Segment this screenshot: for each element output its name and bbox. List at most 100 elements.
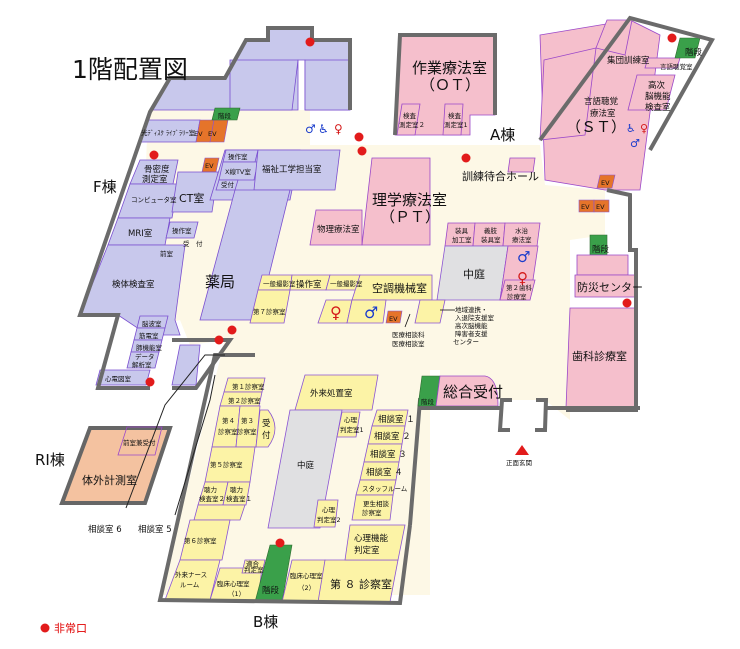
consult6-label: 相談室 6 (88, 524, 122, 535)
room-st (539, 47, 597, 141)
room-adapt-judge-l1: 適合 (246, 559, 260, 568)
general-reception-label: 総合受付 (443, 383, 503, 401)
room-exam5-label: 第５診察室 (210, 460, 243, 469)
room-hydro-l1: 水治 (515, 226, 529, 235)
room-adapt-judge (241, 559, 266, 574)
room-exam7 (249, 289, 291, 324)
room-clinical-psych1-l1: 臨床心理室 (217, 579, 250, 588)
emergency-exits (145, 33, 677, 548)
ev-label: EV (581, 203, 590, 211)
room-clinical-psych2-l1: 臨床心理室 (290, 571, 323, 580)
accessible-restroom-icon: ♿ (626, 122, 636, 135)
room-outpatient-treat (294, 374, 379, 411)
ev-label: EV (208, 130, 217, 138)
room-general-reception (435, 375, 499, 407)
ev-label: EV (194, 130, 203, 138)
restroom-icons: ♂ ♿ ♀ ♿ ♀ ♂ ♂ ♀ ♀ ♂ (305, 122, 648, 322)
room-pt-abbr: （ＰＴ） (380, 208, 440, 226)
room-hearing1 (222, 481, 251, 506)
room-specimen (79, 244, 186, 336)
room-extracorporeal (59, 426, 173, 505)
room-ct (171, 171, 219, 213)
f-wing-upper-room (229, 59, 299, 111)
room-pt (361, 157, 431, 246)
room-psych-judge1-l1: 心理 (344, 416, 358, 424)
room-prosthetic-l1: 義肢 (484, 226, 498, 235)
room-clinical-psych1-l2: （1） (228, 590, 245, 598)
room-group-training-label: 集団訓練室 (607, 55, 650, 66)
room-xtv (218, 161, 259, 181)
room-control-label: 操作室 (296, 279, 322, 290)
legend-emergency-exit-label: 非常口 (54, 622, 87, 635)
room-welfare-eng-label: 福祉工学担当室 (262, 164, 322, 175)
entrance-right (535, 398, 549, 432)
central-block (249, 274, 446, 324)
room-rehab-consult (351, 494, 394, 521)
stairs-disaster-label: 階段 (592, 244, 610, 255)
room-ot-test1 (442, 103, 464, 136)
male-restroom-icon: ♂ (305, 122, 316, 136)
room-higher-brain (627, 74, 676, 111)
ri-wing (59, 354, 225, 516)
room-computer-label: コンピュータ室 (131, 195, 177, 204)
entrance-arrow-icon (515, 445, 529, 455)
emergency-exit-icon (275, 538, 285, 548)
emergency-exit-icon (622, 298, 632, 308)
room-pt-name: 理学療法室 (372, 191, 447, 209)
room-psych-judge2-l1: 心理 (322, 506, 336, 514)
training-hall-label: 訓練待合ホール (462, 169, 539, 183)
room-data-analysis-l2: 解析室 (132, 360, 152, 369)
room-psych-judge1 (336, 411, 361, 438)
female-restroom-icon: ♀ (640, 122, 648, 135)
room-consult2-label: 相談室 ２ (374, 431, 411, 442)
room-hearing2-l1: 聴力 (204, 485, 217, 494)
room-st-abbr: （ＳＴ） (566, 118, 626, 136)
reception-b-l1: 受 (262, 418, 271, 429)
room-exam3-l1: 第３ (241, 416, 254, 425)
room-reception-xtv-label: 受付 (221, 180, 235, 189)
room-ecg-label: 心電図室 (105, 374, 132, 383)
room-consult3-label: 相談室 ３ (370, 449, 407, 460)
leader-consult6 (125, 354, 225, 509)
room-exam4-l2: 診察室 (218, 427, 238, 436)
room-ot-name: 作業療法室 (412, 59, 487, 77)
room-data-analysis-l1: データ (135, 352, 155, 361)
room-emg-label: 筋電室 (139, 331, 159, 340)
room-extracorporeal-label: 体外計測室 (82, 473, 137, 487)
room-dental2 (499, 279, 536, 301)
stairs-f-label: 階段 (218, 111, 232, 120)
wing-label-ri: RI棟 (35, 451, 65, 469)
room-hvac-label: 空調機械室 (372, 281, 427, 295)
female-restroom-icon: ♀ (517, 269, 528, 287)
room-st-name2: 療法室 (590, 108, 616, 119)
stairs (211, 107, 241, 121)
female-restroom-icon: ♀ (334, 122, 343, 136)
elevator (385, 310, 403, 324)
reception-b-l2: 付 (262, 430, 271, 441)
room-mri-label: MRI室 (128, 228, 153, 239)
room-exam6-label: 第６診察室 (184, 536, 217, 545)
room-welfare-eng (253, 149, 341, 191)
emergency-exit-icon (214, 335, 224, 345)
regional-l3: 高次脳機能 (455, 321, 488, 330)
room-prosthetic-l2: 装具室 (481, 235, 501, 244)
entrance-left (497, 398, 512, 432)
accessible-restroom-icon: ♿ (318, 122, 329, 136)
room-higher-brain-l1: 高次 (648, 80, 666, 91)
room-rehab-consult-l2: 診察室 (362, 508, 382, 517)
room-st-name1: 言語聴覚 (584, 96, 619, 107)
wing-label-a: A棟 (490, 126, 515, 144)
room-xray-general2-label: 一般撮影室 (330, 279, 363, 288)
room-ri-anteroom-label: 前室兼受付 (123, 438, 156, 447)
room-eeg-label: 脳波室 (142, 319, 162, 328)
room-hearing1-l1: 聴力 (230, 485, 243, 494)
room-reception-b (255, 409, 276, 448)
room-higher-brain-l3: 検査室 (645, 102, 671, 113)
regional-l5: センター (453, 337, 479, 346)
room-specimen-label: 検体検査室 (112, 279, 155, 290)
room-bone-density-l2: 測定室 (142, 174, 168, 185)
room-orthotics-l1: 装具 (455, 226, 469, 235)
room-ot-test2-l2: 測定室２ (399, 120, 425, 129)
room-ot-test2 (396, 103, 421, 136)
